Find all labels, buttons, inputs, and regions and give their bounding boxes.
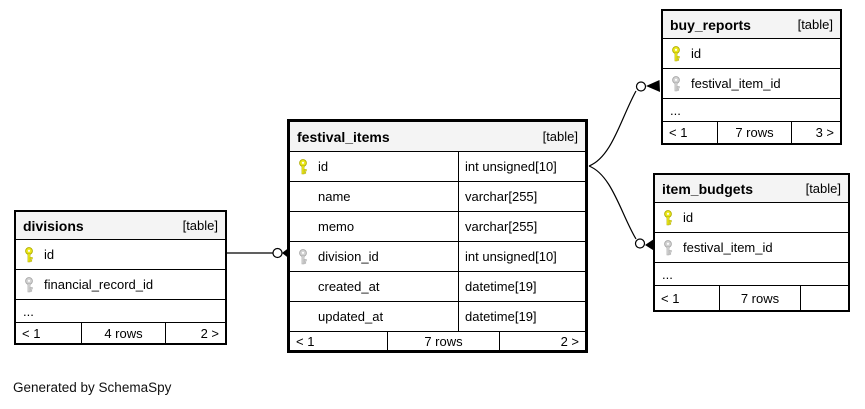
column-cell: memo: [290, 212, 458, 241]
related-right-count: 2 >: [200, 325, 219, 341]
column-cell: name: [290, 182, 458, 211]
column-cell: id: [655, 203, 848, 232]
column-type: int unsigned[10]: [458, 152, 585, 181]
column-type: varchar[255]: [458, 182, 585, 211]
table-type-badge: [table]: [182, 218, 218, 233]
collapsed-columns-row: ...: [655, 263, 848, 286]
zero-or-one-circle: [272, 247, 283, 259]
primary-key-icon: [671, 45, 691, 62]
collapsed-columns-row: ...: [663, 99, 840, 122]
foreign-key-icon: [24, 276, 44, 293]
column-cell: ...: [16, 300, 225, 322]
row-count: 7 rows: [717, 122, 792, 143]
ellipsis-text: ...: [670, 102, 681, 118]
foreign-key-icon: [298, 248, 318, 265]
column-name: name: [318, 189, 351, 204]
column-cell: id: [663, 39, 840, 68]
table-footer: < 1 7 rows 2 >: [290, 332, 585, 350]
table-header: item_budgets [table]: [655, 175, 848, 203]
column-type: varchar[255]: [458, 212, 585, 241]
table-item-budgets[interactable]: item_budgets [table] id festival_item_id…: [653, 173, 850, 312]
row-count: 7 rows: [719, 286, 801, 310]
column-row: memo varchar[255]: [290, 212, 585, 242]
column-cell: id: [16, 240, 225, 269]
ellipsis-text: ...: [23, 303, 34, 319]
column-name: id: [44, 247, 55, 262]
column-cell: festival_item_id: [663, 69, 840, 98]
column-name: updated_at: [318, 309, 384, 324]
column-row: id int unsigned[10]: [290, 152, 585, 182]
column-cell: updated_at: [290, 302, 458, 331]
column-name: id: [318, 159, 329, 174]
table-header: divisions [table]: [16, 212, 225, 240]
relationship-festival-items-buy-reports: [588, 80, 660, 167]
column-name: festival_item_id: [691, 76, 781, 91]
table-footer: < 1 7 rows 3 >: [663, 122, 840, 143]
generator-credit: Generated by SchemaSpy: [13, 380, 172, 395]
related-right-count: [801, 286, 848, 310]
zero-or-one-circle: [634, 238, 646, 249]
column-row: festival_item_id: [663, 69, 840, 99]
column-cell: festival_item_id: [655, 233, 848, 262]
column-row: division_id int unsigned[10]: [290, 242, 585, 272]
table-buy-reports[interactable]: buy_reports [table] id festival_item_id …: [661, 9, 842, 145]
column-cell: division_id: [290, 242, 458, 271]
related-right-count: 2 >: [560, 333, 579, 349]
collapsed-columns-row: ...: [16, 300, 225, 323]
column-row: festival_item_id: [655, 233, 848, 263]
column-name: id: [691, 46, 702, 61]
table-footer: < 1 7 rows: [655, 286, 848, 310]
column-row: created_at datetime[19]: [290, 272, 585, 302]
relationship-divisions-festival-items: [227, 247, 289, 259]
column-row: id: [663, 39, 840, 69]
related-left-count: < 1: [22, 325, 41, 341]
column-row: updated_at datetime[19]: [290, 302, 585, 332]
column-name: festival_item_id: [683, 240, 773, 255]
ellipsis-text: ...: [662, 266, 673, 282]
table-name[interactable]: item_budgets: [662, 180, 754, 197]
primary-key-icon: [24, 246, 44, 263]
column-row: id: [16, 240, 225, 270]
table-type-badge: [table]: [805, 181, 841, 196]
column-cell: financial_record_id: [16, 270, 225, 299]
row-count: 7 rows: [387, 332, 500, 350]
foreign-key-icon: [663, 239, 683, 256]
column-name: created_at: [318, 279, 380, 294]
arrowhead: [646, 80, 660, 92]
table-name[interactable]: buy_reports: [670, 16, 751, 33]
column-cell: created_at: [290, 272, 458, 301]
related-left-count: < 1: [669, 125, 688, 140]
relationship-festival-items-item-budgets: [588, 165, 655, 251]
column-type: datetime[19]: [458, 302, 585, 331]
table-name[interactable]: divisions: [23, 217, 84, 234]
column-name: memo: [318, 219, 355, 234]
column-cell: id: [290, 152, 458, 181]
column-name: id: [683, 210, 694, 225]
primary-key-icon: [663, 209, 683, 226]
table-divisions[interactable]: divisions [table] id financial_record_id…: [14, 210, 227, 345]
row-count: 4 rows: [81, 323, 166, 343]
table-festival-items[interactable]: festival_items [table] id int unsigned[1…: [287, 119, 588, 353]
column-row: id: [655, 203, 848, 233]
column-name: financial_record_id: [44, 277, 154, 292]
column-cell: ...: [655, 263, 848, 285]
table-type-badge: [table]: [542, 129, 578, 144]
column-row: financial_record_id: [16, 270, 225, 300]
primary-key-icon: [298, 158, 318, 175]
column-name: division_id: [318, 249, 379, 264]
table-name[interactable]: festival_items: [297, 128, 390, 145]
column-type: datetime[19]: [458, 272, 585, 301]
table-header: festival_items [table]: [290, 122, 585, 152]
column-cell: ...: [663, 99, 840, 121]
related-right-count: 3 >: [815, 125, 834, 140]
related-left-count: < 1: [661, 290, 680, 306]
table-type-badge: [table]: [797, 17, 833, 32]
table-header: buy_reports [table]: [663, 11, 840, 39]
foreign-key-icon: [671, 75, 691, 92]
zero-or-one-circle: [635, 81, 647, 92]
table-footer: < 1 4 rows 2 >: [16, 323, 225, 343]
related-left-count: < 1: [296, 333, 315, 349]
column-row: name varchar[255]: [290, 182, 585, 212]
column-type: int unsigned[10]: [458, 242, 585, 271]
